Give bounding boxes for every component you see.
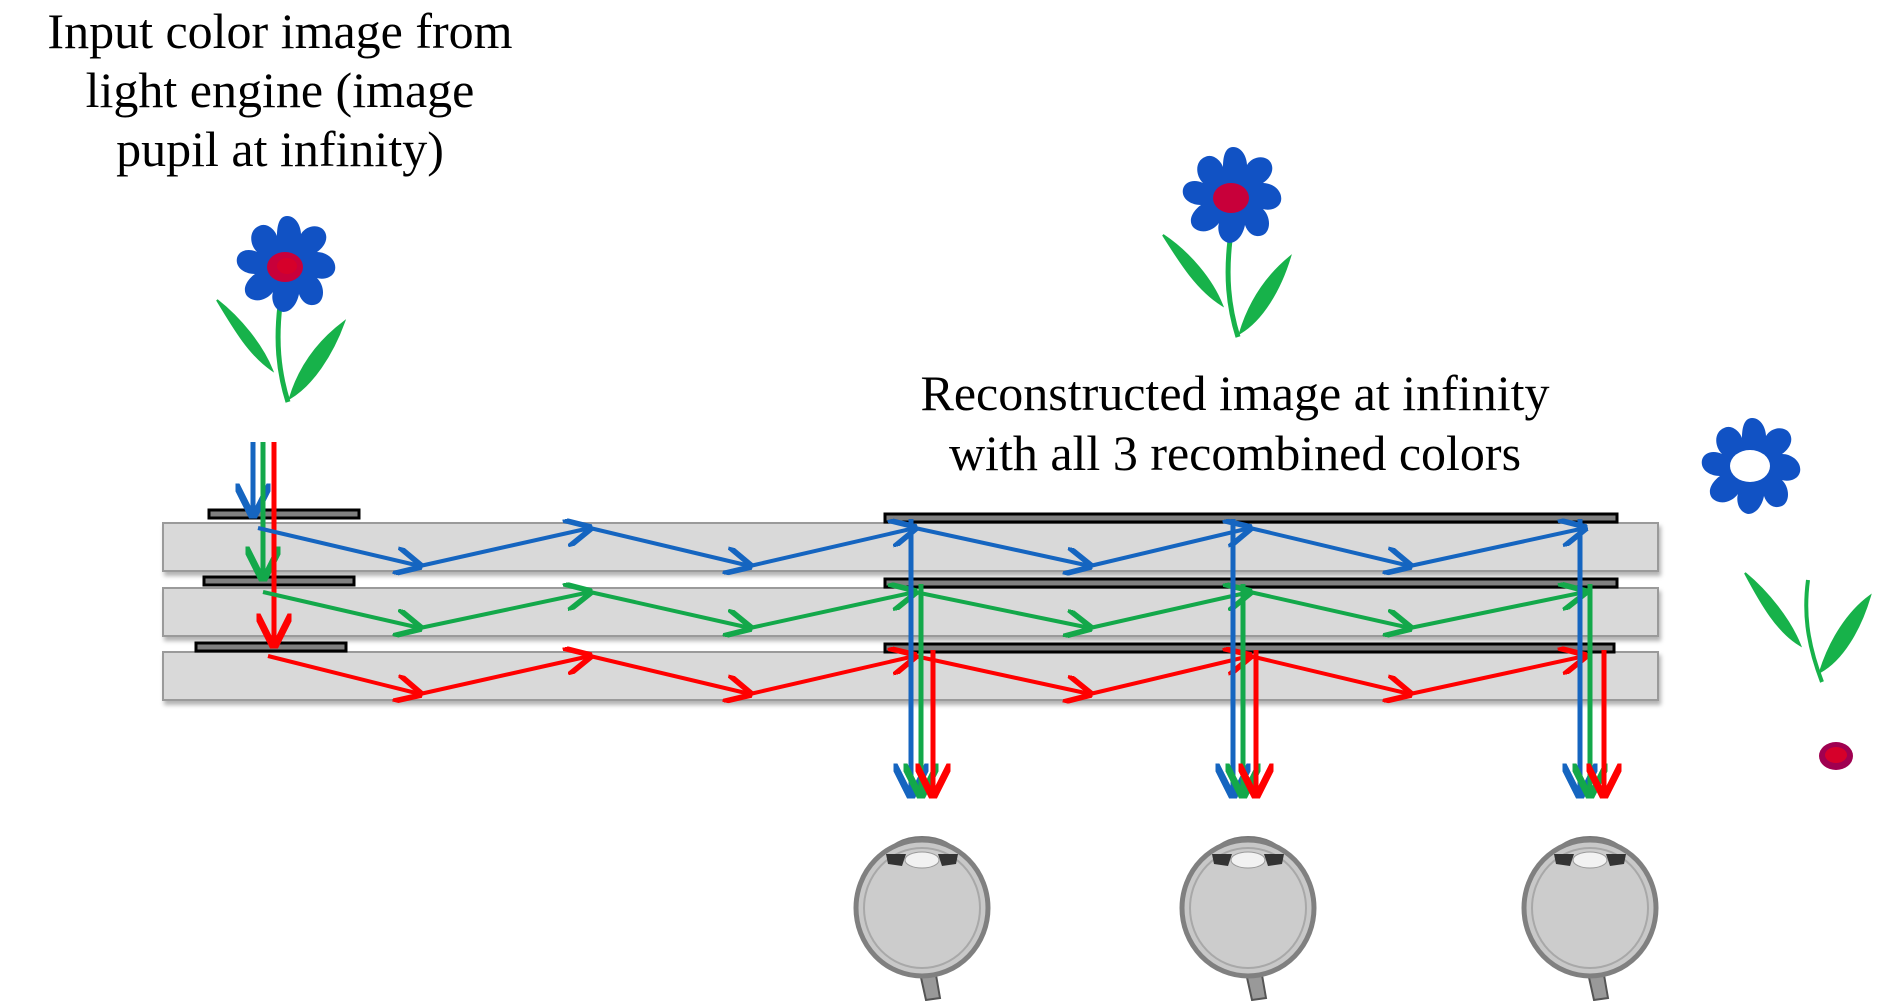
- output-caption-line-2: with all 3 recombined colors: [948, 425, 1522, 481]
- decomposed-petals-icon: [1701, 418, 1801, 514]
- guided-ray-red-segment: [1089, 656, 1250, 696]
- input-grating-green: [202, 575, 356, 587]
- guided-ray-blue-segment: [1409, 528, 1585, 568]
- output-grating-blue: [883, 512, 1619, 524]
- decomposed-center-dot-highlight: [1825, 747, 1847, 763]
- input-image-caption: Input color image from light engine (ima…: [0, 2, 560, 179]
- output-grating-red: [883, 642, 1616, 654]
- input-flower-icon: [216, 216, 347, 403]
- input-caption-line-3: pupil at infinity): [116, 121, 444, 177]
- input-caption-line-1: Input color image from: [47, 3, 513, 59]
- light-rays: [253, 442, 1604, 795]
- input-caption-line-2: light engine (image: [85, 62, 475, 118]
- guided-ray-green-segment: [1089, 592, 1250, 630]
- guided-ray-green-segment: [1409, 592, 1585, 630]
- output-image-caption: Reconstructed image at infinity with all…: [840, 363, 1630, 483]
- guided-ray-green-segment: [419, 592, 590, 630]
- guided-ray-red-segment: [914, 654, 1090, 694]
- guided-ray-red-segment: [267, 654, 420, 694]
- output-flower-center-icon: [1213, 183, 1249, 213]
- guided-ray-red-segment: [1249, 654, 1410, 694]
- guided-ray-green-segment: [589, 590, 750, 628]
- eye-1-icon: [853, 836, 991, 1001]
- input-grating-blue: [207, 508, 361, 520]
- guided-ray-green-segment: [1249, 590, 1410, 628]
- guided-ray-blue-segment: [749, 528, 915, 568]
- input-grating-red: [194, 641, 348, 653]
- guided-ray-blue-segment: [419, 528, 590, 568]
- output-flower-icon: [1162, 147, 1292, 338]
- eye-2-icon: [1179, 836, 1317, 1001]
- guided-ray-blue-segment: [1089, 528, 1250, 568]
- guided-ray-blue-segment: [257, 526, 420, 566]
- input-flower-stem-icon: [216, 299, 347, 403]
- guided-ray-red-segment: [589, 654, 750, 694]
- guided-ray-green-segment: [262, 590, 420, 628]
- output-caption-line-1: Reconstructed image at infinity: [920, 365, 1550, 421]
- guided-ray-green-segment: [749, 592, 915, 630]
- guided-ray-blue-segment: [914, 526, 1090, 566]
- guided-ray-red-segment: [419, 656, 590, 696]
- guided-ray-red-segment: [1409, 656, 1585, 696]
- eyes: [853, 836, 1659, 1001]
- decomposed-stem-icon: [1744, 572, 1872, 683]
- decomposed-flower: [1701, 418, 1872, 770]
- guided-ray-red-segment: [749, 656, 915, 696]
- guided-ray-green-segment: [914, 590, 1090, 628]
- guided-ray-blue-segment: [1249, 526, 1410, 566]
- eye-3-icon: [1521, 836, 1659, 1001]
- guided-ray-blue-segment: [589, 526, 750, 566]
- output-grating-green: [883, 577, 1619, 589]
- output-flower-stem-icon: [1162, 234, 1292, 338]
- input-flower-center-highlight: [277, 258, 297, 274]
